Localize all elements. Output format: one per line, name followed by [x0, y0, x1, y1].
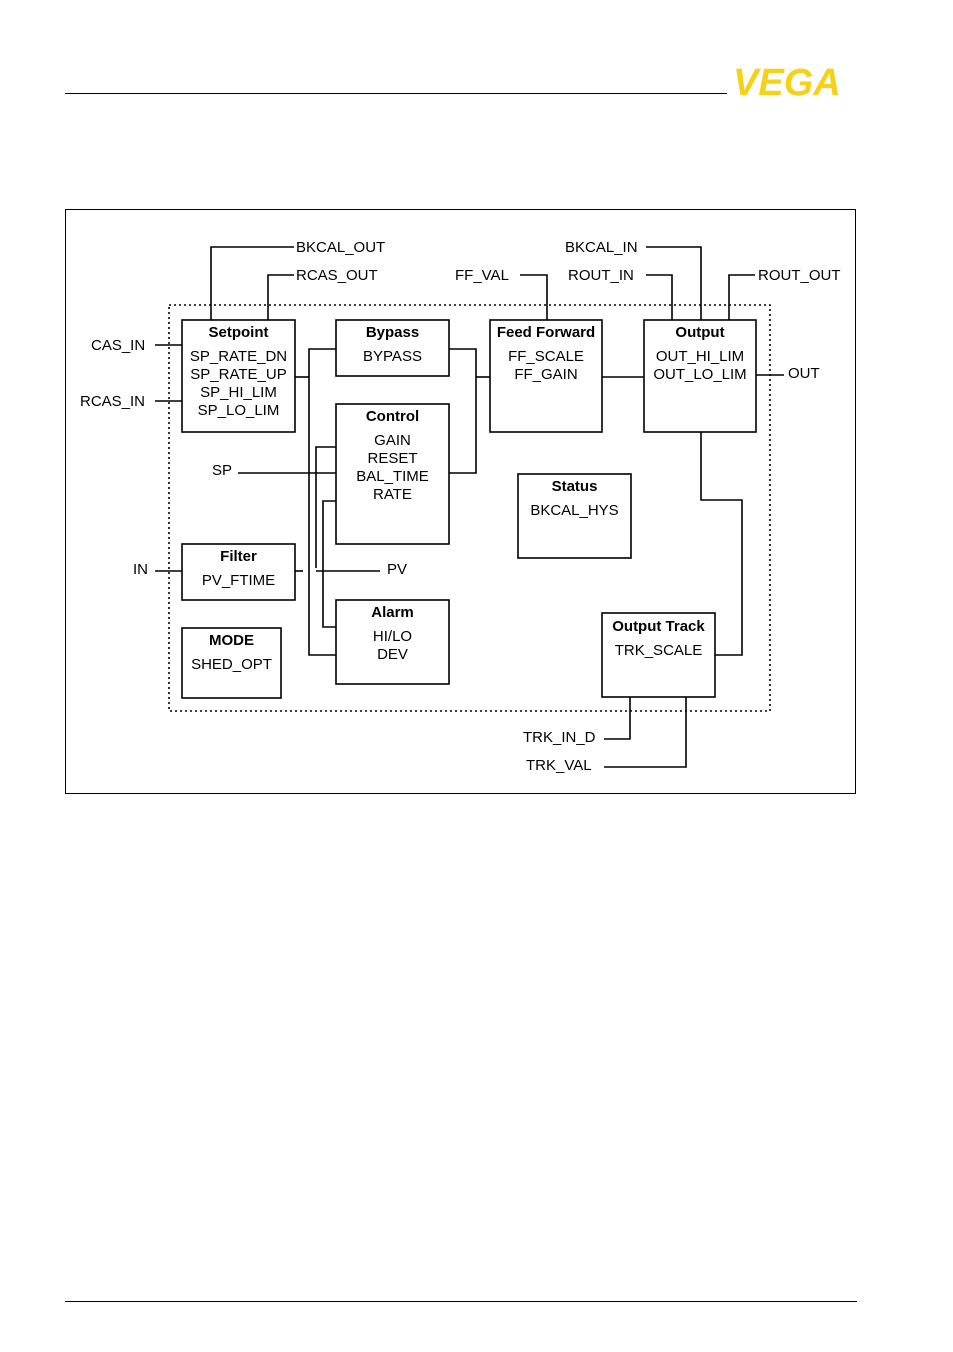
signal-trk-in-d: TRK_IN_D: [523, 729, 596, 746]
svg-text:SP_RATE_DN: SP_RATE_DN: [190, 348, 287, 365]
svg-text:TRK_SCALE: TRK_SCALE: [615, 642, 703, 659]
signal-ff-val: FF_VAL: [455, 267, 509, 284]
signal-rcas-out: RCAS_OUT: [296, 267, 378, 284]
svg-text:OUT_HI_LIM: OUT_HI_LIM: [656, 348, 744, 365]
block-setpoint: Setpoint SP_RATE_DN SP_RATE_UP SP_HI_LIM…: [181, 319, 296, 433]
signal-bkcal-in: BKCAL_IN: [565, 239, 638, 256]
svg-text:MODE: MODE: [209, 632, 254, 649]
block-mode: MODE SHED_OPT: [181, 627, 282, 699]
block-control: Control GAIN RESET BAL_TIME RATE: [335, 403, 450, 545]
block-filter: Filter PV_FTIME: [181, 543, 296, 601]
vega-logo-text: VEGA: [733, 62, 841, 100]
svg-text:Output Track: Output Track: [612, 618, 705, 635]
svg-text:DEV: DEV: [377, 646, 408, 663]
svg-text:Status: Status: [552, 478, 598, 495]
svg-text:BKCAL_HYS: BKCAL_HYS: [530, 502, 618, 519]
svg-text:RATE: RATE: [373, 486, 412, 503]
signal-pv: PV: [387, 561, 407, 578]
block-bypass: Bypass BYPASS: [335, 319, 450, 377]
svg-text:BAL_TIME: BAL_TIME: [356, 468, 429, 485]
vega-logo: VEGA: [733, 62, 841, 100]
svg-text:SP_HI_LIM: SP_HI_LIM: [200, 384, 277, 401]
signal-rout-in: ROUT_IN: [568, 267, 634, 284]
svg-text:GAIN: GAIN: [374, 432, 411, 449]
block-output: Output OUT_HI_LIM OUT_LO_LIM: [643, 319, 757, 433]
svg-text:Feed Forward: Feed Forward: [497, 324, 595, 341]
svg-text:Control: Control: [366, 408, 419, 425]
signal-cas-in: CAS_IN: [91, 337, 145, 354]
signal-rcas-in: RCAS_IN: [80, 393, 145, 410]
svg-text:Filter: Filter: [220, 548, 257, 565]
diagram-frame: [65, 209, 856, 794]
block-alarm: Alarm HI/LO DEV: [335, 599, 450, 685]
signal-sp: SP: [212, 462, 232, 479]
signal-out: OUT: [788, 365, 820, 382]
svg-text:FF_SCALE: FF_SCALE: [508, 348, 584, 365]
svg-text:BYPASS: BYPASS: [363, 348, 422, 365]
svg-text:Bypass: Bypass: [366, 324, 419, 341]
connection-lines: [155, 246, 784, 768]
svg-text:Output: Output: [675, 324, 724, 341]
function-block-boundary: [168, 304, 771, 712]
svg-text:SP_LO_LIM: SP_LO_LIM: [198, 402, 280, 419]
svg-text:Setpoint: Setpoint: [209, 324, 269, 341]
block-status: Status BKCAL_HYS: [517, 473, 632, 559]
block-feed-forward: Feed Forward FF_SCALE FF_GAIN: [489, 319, 603, 433]
svg-text:Alarm: Alarm: [371, 604, 414, 621]
svg-text:RESET: RESET: [367, 450, 417, 467]
signal-trk-val: TRK_VAL: [526, 757, 592, 774]
signal-in: IN: [133, 561, 148, 578]
svg-text:HI/LO: HI/LO: [373, 628, 412, 645]
signal-bkcal-out: BKCAL_OUT: [296, 239, 385, 256]
header-rule: [65, 93, 727, 94]
svg-text:FF_GAIN: FF_GAIN: [514, 366, 577, 383]
svg-text:SHED_OPT: SHED_OPT: [191, 656, 272, 673]
svg-text:OUT_LO_LIM: OUT_LO_LIM: [653, 366, 746, 383]
svg-text:SP_RATE_UP: SP_RATE_UP: [190, 366, 286, 383]
signal-rout-out: ROUT_OUT: [758, 267, 841, 284]
svg-text:PV_FTIME: PV_FTIME: [202, 572, 275, 589]
footer-rule: [65, 1301, 857, 1302]
block-output-track: Output Track TRK_SCALE: [601, 612, 716, 698]
